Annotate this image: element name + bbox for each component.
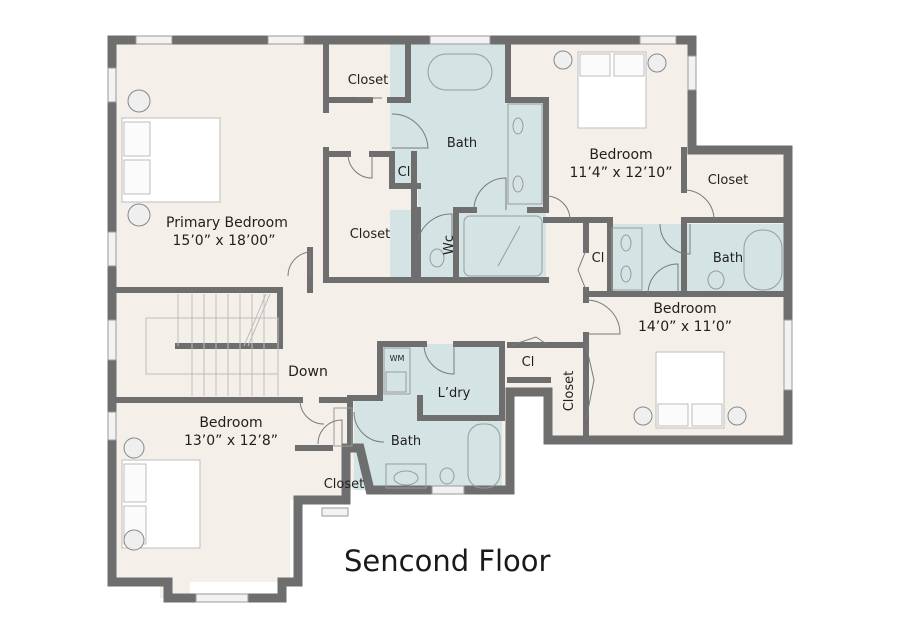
room-label-wm: WM [389,354,405,363]
room-label-bath-hall: Bath [390,434,422,449]
stairs-label: Down [288,364,328,380]
room-label-bedroom-se: Bedroom 14’0” x 11’0” [630,300,740,336]
room-label-closet-top: Closet [347,73,389,88]
room-name: Primary Bedroom [166,215,288,231]
beds [121,51,725,549]
room-label-bath-jack: Bath [712,251,744,266]
room-name: Bedroom [589,147,653,163]
floor-fill [112,40,788,598]
room-name: Bedroom [653,301,717,317]
room-label-primary-bedroom: Primary Bedroom 15’0” x 18’00” [166,214,288,250]
room-label-primary-bath: Bath [446,136,478,151]
room-label-bedroom-sw: Bedroom 13’0” x 12’8” [176,414,286,450]
staircase [145,293,279,396]
room-label-closet-sw: Closet [323,477,365,492]
doors [287,97,715,445]
room-label-wc: Wc [442,235,457,256]
jack-bath-floor [610,224,786,294]
room-label-primary-cl: Cl [397,165,411,180]
room-label-bedroom-ne: Bedroom 11’4” x 12’10” [566,146,676,182]
nightstands [123,50,747,551]
room-name: Bedroom [199,415,263,431]
room-label-closet-ne: Closet [707,173,749,188]
room-label-cl-hall: Cl [591,251,605,266]
room-dimensions: 13’0” x 12’8” [183,433,279,449]
room-dimensions: 15’0” x 18’00” [172,233,276,249]
room-dimensions: 14’0” x 11’0” [637,319,733,335]
room-label-primary-closet: Closet [349,227,391,242]
windows [107,35,793,603]
room-label-cl-laundry: Cl [521,355,535,370]
room-label-laundry: L’dry [437,386,471,401]
room-dimensions: 11’4” x 12’10” [569,165,673,181]
walls [107,35,793,603]
floor-title: Sencond Floor [344,544,551,578]
bath-fixtures [333,53,783,489]
hall-bath-floor [354,398,502,490]
room-label-closet-se: Closet [562,370,577,412]
